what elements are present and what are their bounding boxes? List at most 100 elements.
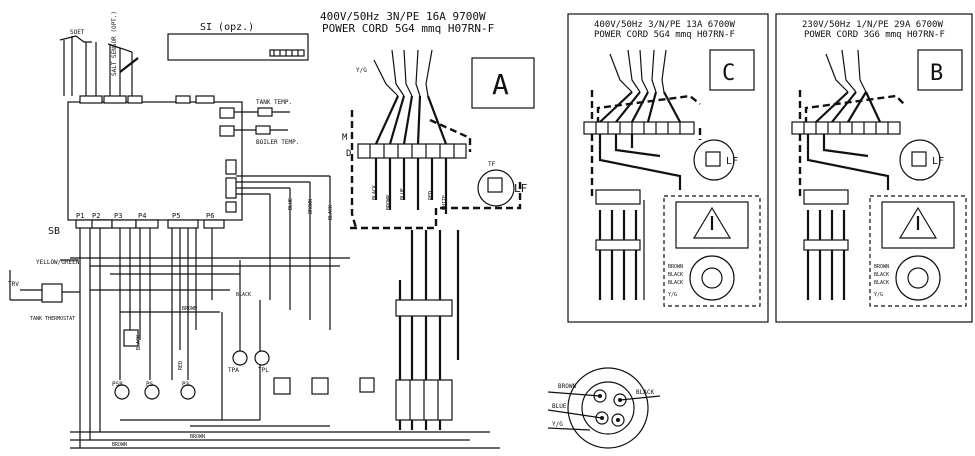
board-top-connectors xyxy=(79,95,215,104)
svg-text:YELLOW/GREEN: YELLOW/GREEN xyxy=(36,259,80,266)
variant-c-box xyxy=(709,49,755,91)
svg-text:BLACK: BLACK xyxy=(668,280,683,286)
svg-text:Y/G: Y/G xyxy=(356,67,367,74)
svg-text:TANK TEMP.: TANK TEMP. xyxy=(256,99,292,106)
svg-text:TF: TF xyxy=(488,161,496,168)
svg-text:BLACK: BLACK xyxy=(372,185,378,200)
svg-text:BROWN: BROWN xyxy=(112,442,127,448)
main-cord-line: POWER CORD 5G4 mmq H07RN-F xyxy=(322,22,494,35)
panel-b-cord xyxy=(815,49,881,123)
board-right-bundle xyxy=(236,175,331,330)
contactor-a xyxy=(395,299,453,421)
panel-b-spec-line: 230V/50Hz 1/N/PE 29A 6700W xyxy=(802,20,943,30)
board-bottom-connectors xyxy=(75,219,225,229)
svg-text:BROWN: BROWN xyxy=(558,383,576,390)
si-connector xyxy=(269,49,305,57)
svg-text:BLACK: BLACK xyxy=(874,280,889,286)
svg-text:PS: PS xyxy=(146,381,154,388)
variant-c-letter: C xyxy=(722,61,735,86)
svg-text:LF: LF xyxy=(726,156,738,167)
motor-terminal-detail xyxy=(547,367,661,449)
svg-text:WHITE: WHITE xyxy=(442,195,448,210)
svg-text:PSR: PSR xyxy=(112,381,123,388)
svg-text:P3: P3 xyxy=(182,381,190,388)
panel-c-warning xyxy=(663,195,761,307)
level-float-a xyxy=(477,169,515,207)
svg-text:BLUE: BLUE xyxy=(552,403,567,410)
svg-text:BOILER TEMP.: BOILER TEMP. xyxy=(256,139,299,146)
svg-text:BLACK: BLACK xyxy=(874,272,889,278)
svg-text:P1: P1 xyxy=(76,212,84,220)
svg-text:P4: P4 xyxy=(138,212,146,220)
temp-sensors xyxy=(234,107,290,135)
earth-dash-a3 xyxy=(350,178,522,230)
main-diagram-a: 400V/50Hz 3N/PE 16A 9700W POWER CORD 5G4… xyxy=(8,10,535,449)
svg-text:Y/G: Y/G xyxy=(874,292,883,298)
si-label: SI (opz.) xyxy=(200,22,254,33)
panel-c-wiring xyxy=(595,134,682,300)
svg-text:BLACK: BLACK xyxy=(636,389,654,396)
svg-text:TRV: TRV xyxy=(8,281,19,288)
svg-text:P3: P3 xyxy=(114,212,122,220)
pump-circles xyxy=(114,350,270,400)
svg-text:SOET: SOET xyxy=(70,29,85,36)
svg-text:BROWN: BROWN xyxy=(182,306,197,312)
main-spec-line: 400V/50Hz 3N/PE 16A 9700W xyxy=(320,10,486,23)
panel-c-terminal xyxy=(583,121,695,135)
tank-thermostat xyxy=(9,259,80,303)
svg-text:TPL: TPL xyxy=(258,367,269,374)
relays xyxy=(123,329,375,395)
svg-text:BLACK: BLACK xyxy=(236,292,251,298)
svg-text:SALT SENSOR (OPT.): SALT SENSOR (OPT.) xyxy=(111,11,118,76)
earth-dash-a2 xyxy=(429,118,472,152)
svg-text:P2: P2 xyxy=(92,212,100,220)
panel-c-spec-line: 400V/50Hz 3/N/PE 13A 6700W xyxy=(594,20,735,30)
power-cord-a xyxy=(373,49,448,145)
svg-text:BLUE: BLUE xyxy=(288,198,294,210)
svg-text:TANK THERMOSTAT: TANK THERMOSTAT xyxy=(30,316,75,322)
panel-b-warning xyxy=(869,195,967,307)
svg-text:BROWN: BROWN xyxy=(190,434,205,440)
svg-text:BLACK: BLACK xyxy=(328,205,334,220)
svg-text:BROWN: BROWN xyxy=(308,199,314,214)
svg-text:LF: LF xyxy=(932,156,944,167)
svg-text:RED: RED xyxy=(178,361,184,370)
variant-a-letter: A xyxy=(492,68,509,101)
svg-text:BROWN: BROWN xyxy=(386,195,392,210)
vertical-runs xyxy=(79,228,261,448)
svg-text:LF: LF xyxy=(514,182,527,195)
svg-text:Y/G: Y/G xyxy=(552,421,563,428)
svg-text:Y/G: Y/G xyxy=(668,292,677,298)
svg-text:D: D xyxy=(346,149,351,159)
svg-text:BLUE: BLUE xyxy=(400,188,406,200)
svg-text:M: M xyxy=(342,133,348,143)
variant-a-box xyxy=(471,57,535,109)
panel-c-cord xyxy=(599,49,681,123)
earth-dash-a xyxy=(350,110,358,229)
svg-text:BLACK: BLACK xyxy=(136,335,142,350)
horizontal-runs xyxy=(70,257,500,449)
panel-b-terminal xyxy=(791,121,901,135)
variant-b-box xyxy=(917,49,963,91)
panel-c: 400V/50Hz 3/N/PE 13A 6700W POWER CORD 5G… xyxy=(567,13,769,323)
panel-c-cord-line: POWER CORD 5G4 mmq H07RN-F xyxy=(594,30,735,40)
variant-b-letter: B xyxy=(930,61,943,86)
svg-text:P6: P6 xyxy=(206,212,214,220)
svg-text:RED: RED xyxy=(428,191,434,200)
panel-c-earth-2 xyxy=(596,94,701,124)
panel-b-wiring xyxy=(803,134,890,300)
panel-b: 230V/50Hz 1/N/PE 29A 6700W POWER CORD 3G… xyxy=(775,13,973,323)
sb-control-board xyxy=(67,101,243,221)
terminal-block-a xyxy=(357,143,467,159)
sb-label: SB xyxy=(48,226,60,237)
svg-text:P5: P5 xyxy=(172,212,180,220)
svg-text:BROWN: BROWN xyxy=(874,264,889,270)
svg-text:BROWN: BROWN xyxy=(668,264,683,270)
svg-text:TPA: TPA xyxy=(228,367,239,374)
top-left-wires xyxy=(59,35,139,96)
panel-b-cord-line: POWER CORD 3G6 mmq H07RN-F xyxy=(804,30,945,40)
panel-b-earth-2 xyxy=(804,94,905,124)
svg-text:BLACK: BLACK xyxy=(668,272,683,278)
connector-labels: P1 P2 P3 P4 P5 P6 xyxy=(76,212,214,220)
